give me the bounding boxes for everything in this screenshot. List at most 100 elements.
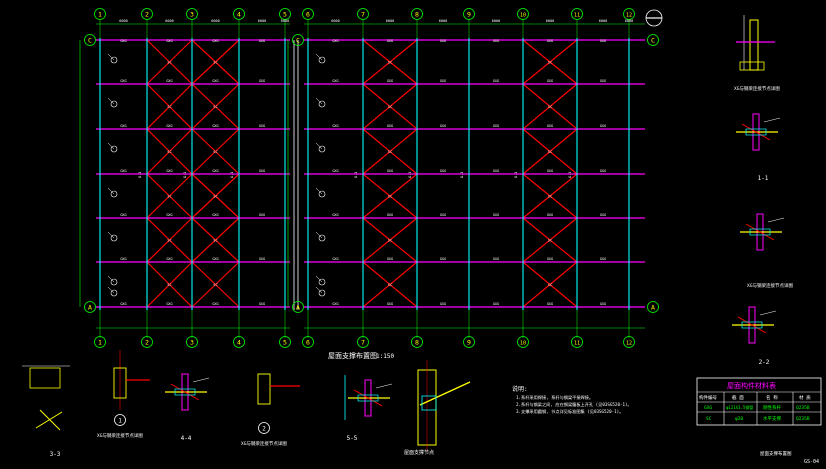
plan-scale: 1:150 [376,353,394,360]
detail-title: XG与钢梁连接节点详图 [734,85,780,92]
tie-leader [315,286,323,294]
brace-label: SC [167,61,171,65]
purlin-label: GXG [493,213,499,217]
brace-diagonal [146,128,193,175]
axis-bubble-bottom-7: 7 [357,336,369,348]
purlin-label: GXG [259,124,265,128]
column-section [749,19,759,71]
dimension-text: 6000 [439,19,447,23]
column-section [113,367,127,399]
rod [39,409,61,431]
dimension-text: 6000 [599,19,607,23]
base-plate [739,61,765,71]
column-label: G-1 [460,172,464,178]
notes: 说明: 1.系杆采用焊接, 系杆与钢梁平接焊接。 2.系杆与钢梁之间, 应在钢梁… [512,385,632,415]
tie-leader [107,187,115,195]
purlin-label: GXG [212,213,218,217]
gusset-plate [174,388,196,396]
purlin-label: GXG [600,302,606,306]
purlin-label: GXG [600,124,606,128]
purlin-label: GXG [600,169,606,173]
row-bubble-top-label: C [296,36,300,44]
purlin-label: GXG [166,169,172,173]
brace-diagonal [362,83,418,130]
leader [767,217,785,223]
axis-bubble-top-11: 11 [571,8,583,20]
detail-4-4: 4-4 [165,373,210,442]
axis-bubble-bottom-7-label: 7 [361,338,365,346]
tie-marker [318,100,326,108]
tie-marker [110,56,118,64]
axis-bubble-bottom-4-label: 4 [237,338,241,346]
brace-label: SC [388,283,392,287]
tie-leader [107,53,115,61]
axis-bubble-top-7-label: 7 [361,10,365,18]
axis-bubble-bottom-12: 12 [623,336,635,348]
brace-diagonal [522,173,578,219]
row-bubble-top-right: C [647,34,659,46]
column-section [257,373,271,405]
section-title-4-4: 4-4 [181,435,192,442]
purlin-label: GXG [120,169,126,173]
purlin-label: GXG [212,257,218,261]
brace-label: SC [213,239,217,243]
purlin-label: GXG [166,79,172,83]
brace-diagonal [522,83,578,130]
detail-xg-top: XG与钢梁连接节点详图 [734,15,780,92]
purlin-label: GXG [600,257,606,261]
purlin-label: GXG [259,213,265,217]
axis-bubble-bottom-1-label: 1 [98,338,102,346]
dimension-text: 6000 [331,19,339,23]
brace-label: SC [167,150,171,154]
brace-diagonal [191,128,240,175]
detail-1-1 [736,113,781,151]
detail-number: 2 [262,426,266,433]
brace-label: SC [167,239,171,243]
purlin-label: GXG [259,79,265,83]
axis-bubble-bottom-6-label: 6 [306,338,310,346]
purlin-label: GXG [120,213,126,217]
axis-bubble-top-9: 9 [463,8,475,20]
purlin-label: GXG [332,257,338,261]
axis-bubble-top-10-label: 10 [520,12,526,18]
purlin-label: GXG [440,213,446,217]
purlin-label: GXG [493,169,499,173]
tie-marker [110,234,118,242]
tie-marker [110,190,118,198]
brace-diagonal [362,128,418,175]
brace-label: SC [213,283,217,287]
purlin-label: GXG [600,39,606,43]
purlin-label: GXG [600,213,606,217]
purlin-label: GXG [166,257,172,261]
note-1: 1.系杆采用焊接, 系杆与钢梁平接焊接。 [516,394,593,401]
plate [29,367,61,389]
purlin-label: GXG [332,79,338,83]
purlin-label: GXG [387,257,393,261]
leader [763,117,781,123]
purlin-label: GXG [332,213,338,217]
tie-leader [107,286,115,294]
tie-marker [318,190,326,198]
detail-5-5: 5-5 [344,375,393,442]
brace-label: SC [213,61,217,65]
purlin-label: GXG [332,39,338,43]
table-header-4: 材 质 [799,394,811,401]
detail-number: 1 [118,418,122,425]
purlin-label: GXG [547,169,553,173]
row-bubble-top-label: C [88,36,92,44]
brace-diagonal [362,217,418,263]
brace-diagonal [191,39,240,85]
brace-rod [353,389,383,407]
column-label: G-1 [354,172,358,178]
table-header-3: 名 称 [766,394,778,401]
axis-bubble-top-1-label: 1 [98,10,102,18]
purlin-label: GXG [332,124,338,128]
purlin-label: GXG [212,302,218,306]
brace-diagonal [191,261,240,308]
axis-bubble-bottom-8: 8 [411,336,423,348]
purlin-label: GXG [547,257,553,261]
brace-diagonal [191,173,240,219]
purlin-label: GXG [440,169,446,173]
